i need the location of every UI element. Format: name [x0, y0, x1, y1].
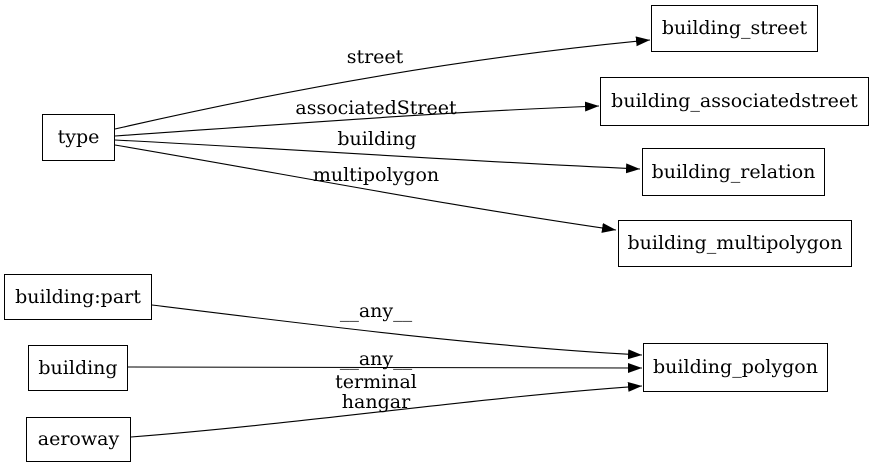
edge-label-street: street: [346, 46, 404, 68]
node-building: building: [28, 345, 128, 391]
edge-type-building_multipolygon: [114, 144, 617, 233]
node-building-street: building_street: [651, 5, 818, 52]
edge-type-building_street: [114, 36, 651, 130]
node-type: type: [42, 114, 115, 161]
edge-label-terminal-hangar: terminal hangar: [335, 371, 417, 413]
node-building-multipolygon: building_multipolygon: [618, 220, 852, 267]
node-building-relation: building_relation: [642, 148, 825, 196]
edge-building-building_polygon: [127, 362, 643, 373]
edge-aeroway-building_polygon: [130, 381, 643, 438]
node-building-polygon: building_polygon: [643, 343, 828, 392]
node-aeroway: aeroway: [26, 417, 131, 462]
edge-type-building_associatedstreet: [114, 101, 600, 137]
edge-buildingpart-building_polygon: [151, 304, 643, 360]
edge-label-any-building: __any__: [339, 348, 413, 370]
edge-label-multipolygon: multipolygon: [312, 164, 440, 186]
edge-label-any-buildingpart: __any__: [339, 300, 413, 322]
edge-type-building_relation: [114, 139, 641, 174]
edge-label-associatedstreet: associatedStreet: [295, 97, 457, 119]
node-building-associatedstreet: building_associatedstreet: [600, 77, 869, 126]
edge-label-building: building: [337, 128, 417, 150]
node-building-part: building:part: [4, 274, 152, 320]
